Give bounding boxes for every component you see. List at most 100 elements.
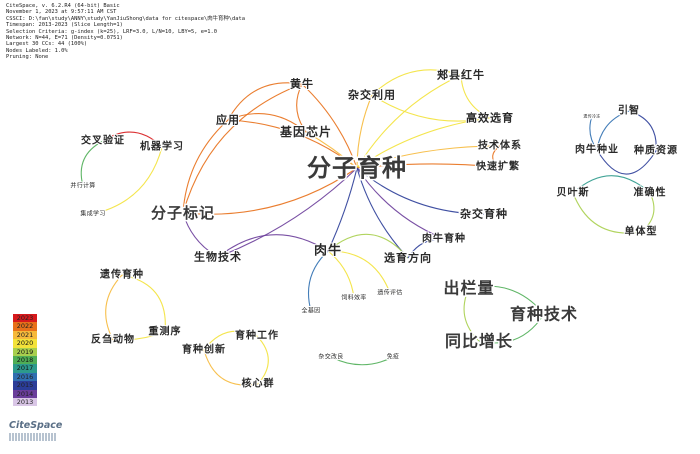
edge-yingyong-huangniu xyxy=(227,82,303,121)
edge-fenzi-zajiao_yz xyxy=(356,167,485,215)
node-rouniu_yz[interactable]: 肉牛育种 xyxy=(421,231,466,246)
edge-xuanyu-rouniu_yz xyxy=(407,238,445,259)
edge-fanchu-chongce xyxy=(112,331,166,341)
legend-year-2023: 2023 xyxy=(13,314,37,323)
node-dantixing[interactable]: 单体型 xyxy=(624,224,658,239)
edge-zajiao_ly-gaoxiao xyxy=(371,94,491,122)
edge-jiaocha-bingxing xyxy=(80,140,104,187)
edge-yuzhong_gz-hexin xyxy=(256,335,269,385)
legend-year-2014: 2014 xyxy=(13,389,37,398)
edge-rouniu-shengwu xyxy=(217,234,329,258)
edge-fenzi-kuaisu xyxy=(356,163,499,169)
edge-zajiao_ly-jiaxian xyxy=(371,69,462,96)
legend-year-2022: 2022 xyxy=(13,322,37,331)
legend-year-2021: 2021 xyxy=(13,330,37,340)
legend-year-2016: 2016 xyxy=(13,372,37,382)
logo-stripes xyxy=(9,433,57,441)
node-siliao[interactable]: 饲料效率 xyxy=(340,293,367,303)
citespace-logo: CiteSpace xyxy=(9,420,63,442)
info-line: Timespan: 2013-2023 (Slice Length=1) xyxy=(6,22,123,29)
edge-chulan-tongbi xyxy=(463,287,480,342)
citespace-logo-text: CiteSpace xyxy=(9,420,63,431)
node-kuaisu[interactable]: 快速扩繁 xyxy=(474,159,520,174)
node-rouniu[interactable]: 肉牛 xyxy=(313,242,342,260)
edge-huangniu-jiyin xyxy=(296,83,307,133)
edge-yuzhong_gz-yuzhong_cx xyxy=(203,330,258,351)
edge-biaoji-yingyong xyxy=(182,119,229,214)
edge-zhunque-dantixing xyxy=(640,192,655,233)
node-biaoji[interactable]: 分子标记 xyxy=(149,203,215,224)
edge-zajiao_gl-mianyi xyxy=(330,356,394,366)
node-yichuan_pj[interactable]: 遗传评估 xyxy=(376,288,403,298)
node-zhongzhi[interactable]: 种质资源 xyxy=(632,143,678,158)
node-quanjiyin[interactable]: 全基因 xyxy=(301,306,322,316)
node-tongbi[interactable]: 同比增长 xyxy=(443,330,513,352)
node-fenzi[interactable]: 分子育种 xyxy=(306,153,408,184)
node-gaoxiao[interactable]: 高效选育 xyxy=(465,110,514,126)
edge-yichuan_yz-chongce xyxy=(121,274,166,333)
info-line: Largest 30 CCs: 44 (100%) xyxy=(6,41,88,48)
node-jiaxian[interactable]: 郏县红牛 xyxy=(436,67,485,83)
node-jicheng[interactable]: 集成学习 xyxy=(79,209,106,219)
edge-fenzi-shengwu xyxy=(217,167,358,258)
node-mianyi[interactable]: 免疫 xyxy=(386,352,400,362)
edge-chulan-yuzhong_js xyxy=(468,285,545,315)
node-zajiao_ly[interactable]: 杂交利用 xyxy=(347,87,396,103)
legend-year-2020: 2020 xyxy=(13,339,37,348)
node-zajiao_yz[interactable]: 杂交育种 xyxy=(459,206,508,222)
node-tiny1[interactable]: 遗传冷冻 xyxy=(582,112,601,120)
edge-beiye-zhunque xyxy=(572,175,651,194)
node-xuanyu[interactable]: 选育方向 xyxy=(383,250,432,266)
edge-rouniu-yichuan_pj xyxy=(327,250,391,294)
info-line: November 1, 2023 at 9:57:11 AM CST xyxy=(6,9,117,16)
node-yuzhong_gz[interactable]: 育种工作 xyxy=(234,328,279,343)
node-yinzhi[interactable]: 引智 xyxy=(617,103,640,118)
info-line: Selection Criteria: g-index (k=25), LRF=… xyxy=(6,28,217,35)
node-zhunque[interactable]: 准确性 xyxy=(633,185,667,200)
legend-year-2018: 2018 xyxy=(13,355,37,365)
legend-year-2017: 2017 xyxy=(13,364,37,373)
legend-year-2015: 2015 xyxy=(13,381,37,390)
node-yuzhong_cx[interactable]: 育种创新 xyxy=(181,342,226,357)
edge-rouniu-xuanyu xyxy=(327,233,409,259)
node-shengwu[interactable]: 生物技术 xyxy=(193,249,242,265)
edge-fenzi-rouniu_yz xyxy=(356,167,445,240)
node-jiqi[interactable]: 机器学习 xyxy=(139,139,184,154)
edge-fenzi-jiaxian xyxy=(356,74,462,169)
node-chulan[interactable]: 出栏量 xyxy=(442,277,495,299)
edge-yingyong-jiyin xyxy=(227,113,307,133)
edge-yinzhi-zhongzhi xyxy=(628,110,657,152)
edge-biaoji-huangniu xyxy=(182,83,303,214)
info-line: CiteSpace, v. 6.2.R4 (64-bit) Basic xyxy=(6,3,120,9)
info-line: Pruning: None xyxy=(6,54,49,61)
node-zajiao_gl[interactable]: 杂交改良 xyxy=(317,352,344,362)
edge-rouniu-quanjiyin xyxy=(308,250,329,312)
node-jiaocha[interactable]: 交叉验证 xyxy=(80,133,125,148)
edge-fenzi-biaoji xyxy=(182,167,358,215)
edge-yichuan_yz-fanchu xyxy=(105,274,123,341)
node-huangniu[interactable]: 黄牛 xyxy=(289,76,314,92)
edge-jiqi-jicheng xyxy=(92,146,163,215)
node-fanchu[interactable]: 反刍动物 xyxy=(90,332,135,347)
node-yuzhong_js[interactable]: 育种技术 xyxy=(508,303,578,325)
node-yichuan_yz[interactable]: 遗传育种 xyxy=(98,267,144,282)
node-chongce[interactable]: 重测序 xyxy=(148,324,182,339)
node-hexin[interactable]: 核心群 xyxy=(241,376,275,391)
edge-jishu_tx-kuaisu xyxy=(492,145,501,168)
edge-fenzi-jishu_tx xyxy=(356,145,501,169)
info-line: Network: N=44, E=71 (Density=0.0751) xyxy=(6,34,123,41)
edge-fenzi-yingyong xyxy=(227,119,358,169)
edge-fenzi-huangniu xyxy=(301,83,358,169)
node-rouniu_pz[interactable]: 肉牛种业 xyxy=(574,142,619,157)
info-line: CSSCI: D:\fan\study\ANNY\study\YanJiuSho… xyxy=(6,15,246,22)
node-bingxing[interactable]: 并行计算 xyxy=(69,181,96,191)
node-yingyong[interactable]: 应用 xyxy=(215,112,240,128)
node-jiyin[interactable]: 基因芯片 xyxy=(278,123,332,140)
edge-yuzhong_cx-hexin xyxy=(203,349,259,386)
info-line: Nodes Labeled: 1.0% xyxy=(6,47,68,54)
node-jishu_tx[interactable]: 技术体系 xyxy=(477,138,522,153)
node-beiye[interactable]: 贝叶斯 xyxy=(556,185,590,200)
